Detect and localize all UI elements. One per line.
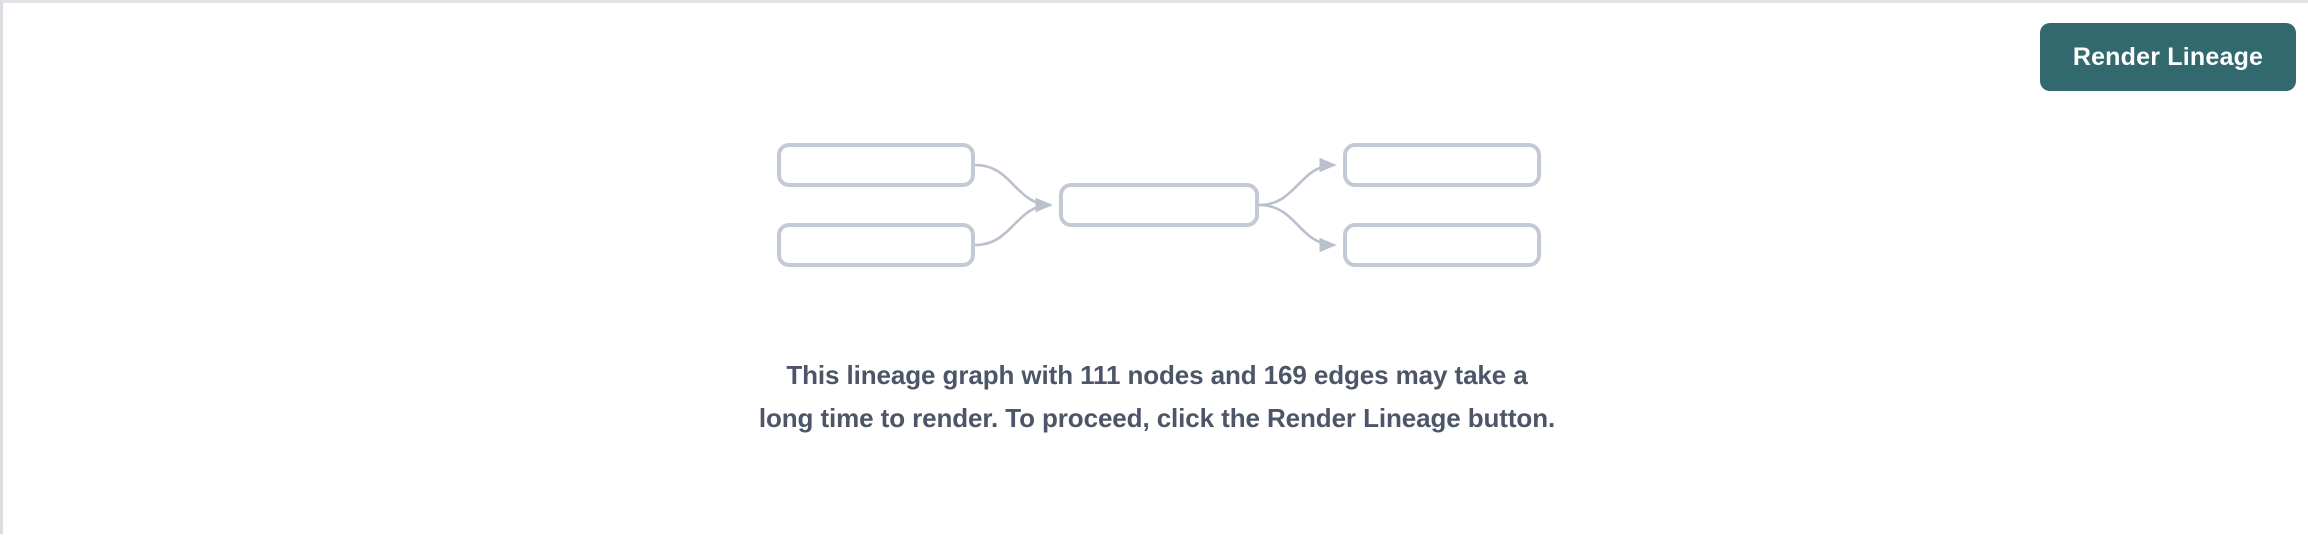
- lineage-placeholder-node-target-a: [1343, 143, 1541, 187]
- edge-source-a-to-center: [974, 163, 1053, 213]
- render-lineage-button[interactable]: Render Lineage: [2040, 23, 2296, 91]
- lineage-warning-message: This lineage graph with 111 nodes and 16…: [758, 360, 1556, 433]
- edge-source-b-to-center: [974, 197, 1053, 247]
- lineage-placeholder-node-target-b: [1343, 223, 1541, 267]
- lineage-placeholder-node-center: [1059, 183, 1259, 227]
- lineage-placeholder-node-source-b: [777, 223, 975, 267]
- edge-center-to-target-b: [1258, 203, 1337, 253]
- lineage-placeholder-graphic: [3, 3, 2308, 537]
- lineage-placeholder-node-source-a: [777, 143, 975, 187]
- edge-center-to-target-a: [1258, 157, 1337, 207]
- lineage-placeholder-edges: [974, 157, 1337, 253]
